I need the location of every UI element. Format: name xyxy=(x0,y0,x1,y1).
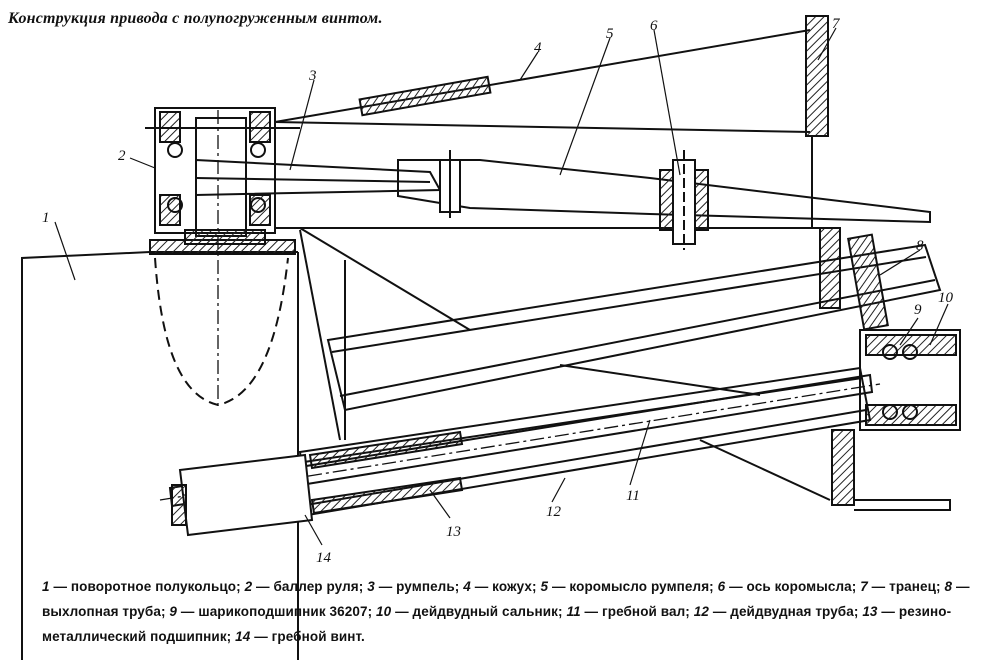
legend-text: — дейдвудный сальник; xyxy=(395,604,563,619)
legend-num: 12 xyxy=(693,604,709,619)
legend-text: — коромысло румпеля; xyxy=(551,579,714,594)
transom xyxy=(805,15,951,511)
callout-14: 14 xyxy=(316,550,332,566)
callout-4: 4 xyxy=(534,40,542,56)
legend-num: 11 xyxy=(566,604,581,619)
legend-num: 2 xyxy=(244,579,253,594)
legend-num: 14 xyxy=(235,629,251,644)
legend-caption: 1 — поворотное полукольцо; 2 — баллер ру… xyxy=(42,574,972,649)
callout-11: 11 xyxy=(626,488,640,504)
legend-num: 9 xyxy=(169,604,178,619)
callout-10: 10 xyxy=(938,290,954,306)
legend-text: — транец; xyxy=(871,579,941,594)
legend-num: 4 xyxy=(463,579,471,594)
legend-text: — кожух; xyxy=(474,579,537,594)
propeller-hub xyxy=(171,453,314,537)
callout-numbers: 1 2 3 4 5 6 7 8 9 10 11 12 13 14 xyxy=(42,16,954,566)
figure-title: Конструкция привода с полупогруженным ви… xyxy=(8,10,383,27)
callout-2: 2 xyxy=(118,148,126,164)
legend-num: 7 xyxy=(860,579,868,594)
tiller-rocker-arm xyxy=(397,150,931,224)
legend-num: 8 xyxy=(944,579,953,594)
exhaust-pipe xyxy=(326,233,942,412)
legend-num: 1 xyxy=(42,579,50,594)
stern-bearing-assembly xyxy=(859,329,961,431)
callout-9: 9 xyxy=(914,302,922,318)
legend-text: — ось коромысла; xyxy=(729,579,857,594)
callout-8: 8 xyxy=(916,238,924,254)
legend-text: — гребной винт. xyxy=(254,629,365,644)
legend-text: — румпель; xyxy=(378,579,460,594)
legend-num: 6 xyxy=(717,579,726,594)
callout-6: 6 xyxy=(650,18,658,34)
callout-1: 1 xyxy=(42,210,50,226)
callout-5: 5 xyxy=(606,26,614,42)
leader-lines xyxy=(54,27,949,546)
legend-text: — гребной вал; xyxy=(584,604,690,619)
callout-13: 13 xyxy=(446,524,461,540)
legend-text: — баллер руля; xyxy=(256,579,364,594)
callout-7: 7 xyxy=(832,16,841,32)
rocker-axle xyxy=(659,150,709,250)
legend-text: — резино-металлический подшипник; xyxy=(42,604,952,644)
legend-num: 5 xyxy=(540,579,549,594)
legend-num: 13 xyxy=(862,604,878,619)
legend-text: — выхлопная труба; xyxy=(42,579,970,619)
tiller xyxy=(195,158,442,197)
legend-num: 10 xyxy=(376,604,392,619)
legend-text: — шарикоподшипник 36207; xyxy=(180,604,373,619)
callout-12: 12 xyxy=(546,504,562,520)
legend-text: — поворотное полукольцо; xyxy=(53,579,241,594)
legend-text: — дейдвудная труба; xyxy=(712,604,859,619)
callout-3: 3 xyxy=(308,68,317,84)
rudder-stock xyxy=(145,107,300,245)
support-struts xyxy=(299,229,831,501)
legend-num: 3 xyxy=(367,579,375,594)
casing xyxy=(274,29,820,331)
